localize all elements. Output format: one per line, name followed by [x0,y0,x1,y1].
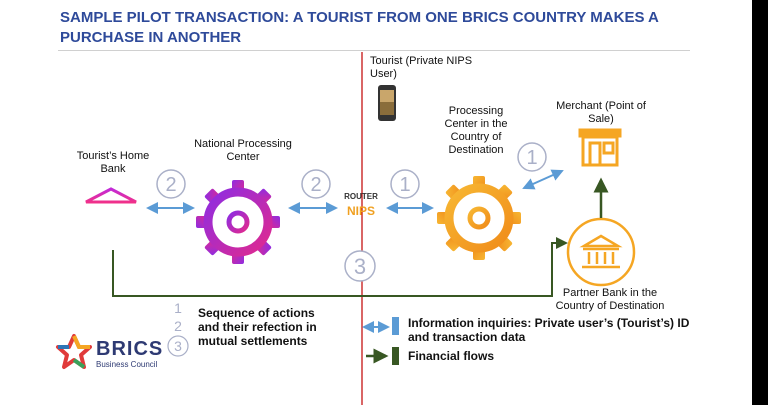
legend-steps-text: Sequence of actions and their refection … [198,306,317,348]
info-arrow [522,169,564,190]
title-divider [58,50,690,51]
step-number: 1 [526,147,537,169]
slide: SAMPLE PILOT TRANSACTION: A TOURIST FROM… [0,0,752,405]
tourist-label: Tourist (Private NIPS User) [370,55,473,80]
legend-step-circle [167,335,189,357]
legend-info-swatch [392,317,399,335]
smartphone-icon [378,85,396,121]
page-title: SAMPLE PILOT TRANSACTION: A TOURIST FROM… [60,9,659,46]
bank-icon [82,187,140,241]
shop-icon [578,128,622,167]
brics-logo-icon [56,334,92,369]
partner-bank-label: Partner Bank in the Country of Destinati… [555,287,665,312]
home-bank-label: Tourist’s Home Bank [76,150,150,175]
legend-step-number: 1 [174,300,182,316]
nips-label: NIPS [346,204,375,218]
merchant-label: Merchant (Point of Sale) [556,100,646,125]
legend-financial-text: Financial flows [408,349,495,363]
brics-logo-subtitle: Business Council [96,360,158,369]
step-number: 2 [165,174,176,196]
step-circle [156,169,186,199]
partner-bank-circle [566,217,636,287]
brics-logo-text: BRICS [96,338,164,360]
diagram-canvas: 2 2 1 1 3 1 2 3 [56,52,636,405]
step-number: 2 [310,174,321,196]
legend-financial-swatch [392,347,399,365]
step-circle [344,250,376,282]
national-center-label: National Processing Center [194,138,292,163]
step-circle [390,169,420,199]
processing-center-label: Processing Center in the Country of Dest… [444,105,508,156]
step-circle [301,169,331,199]
legend-step-number: 2 [174,318,182,334]
legend-step-number: 3 [174,338,182,354]
bank-icon [579,234,623,269]
step-number: 3 [354,254,366,279]
financial-flow-arrow [112,237,568,297]
gear-icon [437,176,521,260]
step-circle [517,142,547,172]
legend-info-text: Information inquiries: Private user’s (T… [408,316,690,344]
step-number: 1 [399,174,410,196]
gear-icon [196,180,280,264]
router-label: ROUTER [344,192,378,201]
